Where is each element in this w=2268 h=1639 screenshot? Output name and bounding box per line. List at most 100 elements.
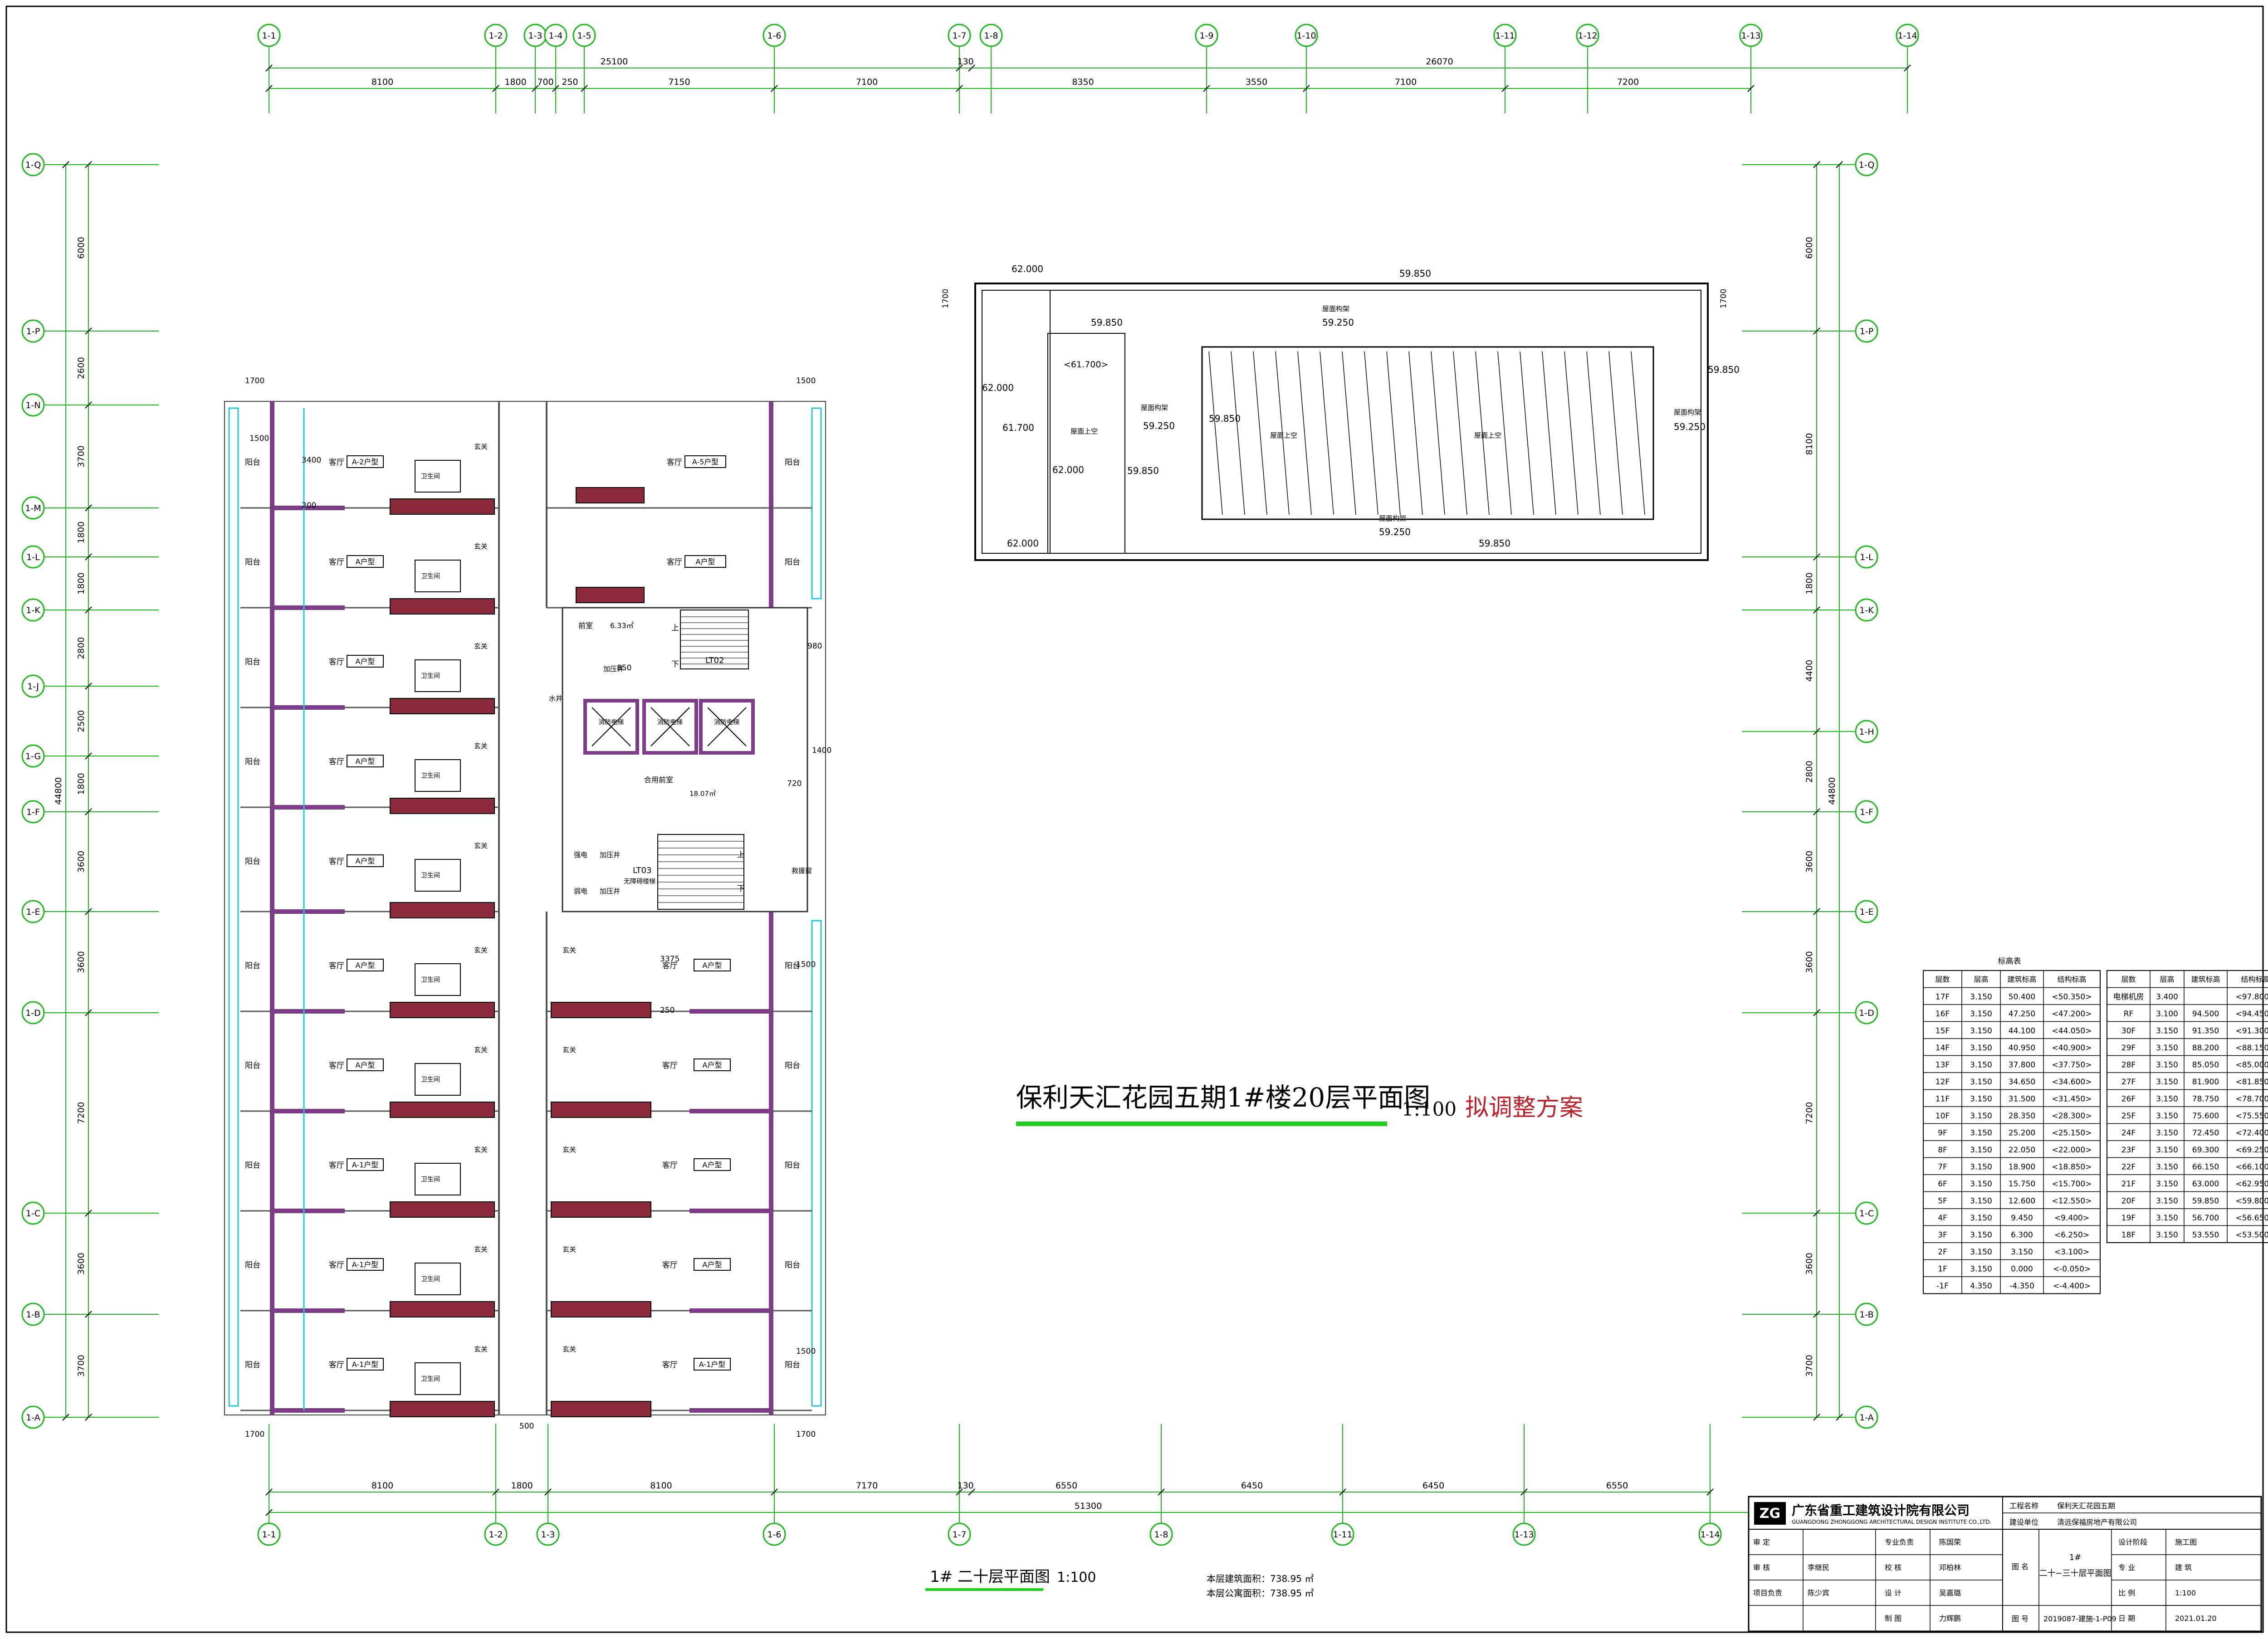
strong-shaft: 强电 bbox=[574, 851, 587, 859]
level-table-right-cell: 23F bbox=[2121, 1146, 2136, 1155]
water-shaft: 水井 bbox=[549, 694, 562, 702]
dim-left-seg-text: 1800 bbox=[76, 522, 86, 543]
roof-frame-label: 屋面构架 bbox=[1674, 408, 1701, 416]
level-table-right-cell: <56.650> bbox=[2236, 1214, 2268, 1223]
level-table-left-cell: 3.150 bbox=[1970, 1010, 1992, 1019]
titleblock-cell: 制 图 bbox=[1885, 1614, 1901, 1623]
grid-bottom-1-1-label: 1-1 bbox=[262, 1530, 276, 1540]
dim-top-total-text: 26070 bbox=[1426, 57, 1453, 67]
roof-void-hatch bbox=[1275, 351, 1290, 515]
dim-top-seg-tick bbox=[492, 85, 499, 92]
bathroom-fixture bbox=[415, 560, 461, 592]
plan-dim-text: 500 bbox=[519, 1422, 534, 1431]
level-table-right-cell: 20F bbox=[2121, 1197, 2136, 1206]
dim-left-seg-tick bbox=[85, 1009, 92, 1016]
level-table-left-cell: 3.150 bbox=[1970, 1112, 1992, 1121]
level-table-right-cell: 69.300 bbox=[2192, 1146, 2219, 1155]
roof-frame-label: 屋面构架 bbox=[1141, 404, 1168, 412]
unit-label: A户型 bbox=[356, 961, 375, 970]
dim-left-seg-tick bbox=[85, 683, 92, 690]
plan-dim-text: 1700 bbox=[245, 376, 264, 385]
dim-left-seg-text: 6000 bbox=[76, 237, 86, 259]
plan-dim-text: 980 bbox=[807, 642, 822, 651]
level-table-right-cell: 3.100 bbox=[2156, 1010, 2178, 1019]
level-table-right-header: 建筑标高 bbox=[2191, 975, 2220, 984]
grid-right-1-Q-bubble bbox=[1855, 153, 1878, 176]
unit-label-box bbox=[694, 1158, 731, 1171]
level-table-right-cell: 3.150 bbox=[2156, 1095, 2178, 1104]
plan-dim-text: 1700 bbox=[245, 1430, 264, 1439]
dim-right-total-tick bbox=[1836, 1414, 1843, 1421]
area-apartment: 本层公寓面积：738.95 ㎡ bbox=[1207, 1588, 1314, 1599]
level-table-left-cell: 3.150 bbox=[1970, 1231, 1992, 1240]
unit-label-box bbox=[347, 1059, 384, 1071]
dim-left-seg-text: 2500 bbox=[76, 710, 86, 732]
roof-inner bbox=[982, 290, 1701, 554]
room-living: 客厅 bbox=[329, 1361, 344, 1370]
grid-left-1-D-bubble bbox=[21, 1001, 45, 1024]
room-balcony: 阳台 bbox=[245, 1061, 260, 1070]
unit-label-box bbox=[694, 959, 731, 971]
level-table-left-cell: 40.950 bbox=[2009, 1044, 2035, 1053]
elevator-label: 消防电梯 bbox=[598, 719, 624, 726]
level-table-left-cell: <50.350> bbox=[2052, 993, 2092, 1002]
grid-left-1-J-bubble bbox=[21, 674, 45, 698]
room-shared-lobby: 合用前室 bbox=[644, 776, 673, 784]
level-table-right-cell: 85.050 bbox=[2192, 1061, 2219, 1070]
grid-left-1-N-label: 1-N bbox=[25, 400, 40, 410]
room-entry: 玄关 bbox=[474, 946, 488, 954]
unit-label: A户型 bbox=[703, 961, 722, 970]
unit-label-box bbox=[347, 959, 384, 971]
room-shared-lobby-area: 18.07㎡ bbox=[689, 790, 716, 798]
dim-top-total-tick bbox=[968, 64, 975, 72]
company-logo-text: ZG bbox=[1760, 1506, 1780, 1522]
roof-elev: 59.850 bbox=[1091, 317, 1123, 328]
grid-left-1-F-bubble bbox=[21, 800, 45, 824]
grid-top-1-7-bubble bbox=[948, 24, 971, 47]
unit-label-box bbox=[347, 755, 384, 767]
room-bath: 卫生间 bbox=[421, 1276, 440, 1283]
level-table-left-cell: 37.800 bbox=[2009, 1061, 2035, 1070]
dim-left-seg-tick bbox=[85, 1311, 92, 1318]
roof-void-hatch bbox=[1586, 351, 1601, 515]
room-living: 客厅 bbox=[662, 961, 678, 971]
level-table-left-header: 层高 bbox=[1974, 975, 1988, 984]
floor-plan: 阳台客厅玄关卫生间A-2户型阳台客厅玄关卫生间A户型阳台客厅玄关卫生间A户型阳台… bbox=[224, 376, 831, 1439]
room-living: 客厅 bbox=[329, 1261, 344, 1270]
elevator-cross bbox=[650, 707, 690, 746]
kitchen-counter bbox=[390, 1301, 495, 1317]
window-strip-right-low bbox=[811, 920, 822, 1407]
level-table-right-cell: <75.550> bbox=[2236, 1112, 2268, 1121]
grid-top-1-14-label: 1-14 bbox=[1897, 31, 1917, 41]
elevator-shaft bbox=[642, 699, 698, 755]
grid-bottom-1-6-bubble bbox=[763, 1522, 786, 1546]
level-table-left-cell: <3.100> bbox=[2054, 1248, 2089, 1257]
room-bath: 卫生间 bbox=[421, 473, 440, 480]
level-table-caption: 标高表 bbox=[1998, 957, 2021, 966]
level-table-left-cell: 5F bbox=[1938, 1197, 1947, 1206]
plan-title: 1# 二十层平面图 bbox=[930, 1568, 1050, 1586]
grid-top-1-3-label: 1-3 bbox=[528, 31, 542, 41]
grid-left-1-B-bubble bbox=[21, 1302, 45, 1326]
grid-bottom-1-2-bubble bbox=[484, 1522, 508, 1546]
plan-outline bbox=[224, 401, 826, 1415]
dim-bottom-seg-tick bbox=[1339, 1488, 1346, 1496]
dim-bottom-seg-text: 6450 bbox=[1241, 1481, 1263, 1491]
unit-label: A-1户型 bbox=[352, 1161, 379, 1169]
roof-void-hatch bbox=[1453, 351, 1467, 515]
roof-elev: 59.250 bbox=[1674, 421, 1706, 432]
unit-label: A户型 bbox=[356, 657, 375, 666]
pressure-shaft: 加压井 bbox=[603, 665, 624, 673]
roof-elev-bottom-left: 62.000 bbox=[1007, 538, 1039, 549]
kitchen-counter bbox=[390, 1002, 495, 1018]
window-strip-left bbox=[228, 407, 239, 1407]
level-table-left-cell: 50.400 bbox=[2009, 993, 2035, 1002]
dim-top-seg-tick bbox=[532, 85, 539, 92]
roof-dim-left: 1700 bbox=[941, 289, 950, 308]
kitchen-counter bbox=[390, 498, 495, 515]
level-table-right-cell: 72.450 bbox=[2192, 1129, 2219, 1138]
level-table-left-cell: 31.500 bbox=[2009, 1095, 2035, 1104]
sheet-border bbox=[5, 5, 2264, 1633]
